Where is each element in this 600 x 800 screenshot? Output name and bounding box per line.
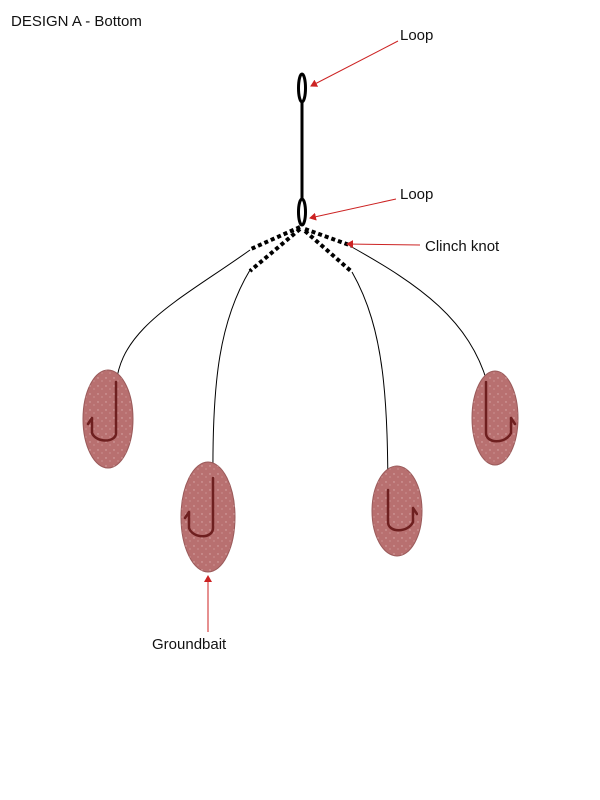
fishing-hook-icon bbox=[386, 488, 419, 532]
label-loop-bottom: Loop bbox=[400, 186, 433, 203]
label-loop-top: Loop bbox=[400, 27, 433, 44]
bait-1 bbox=[82, 369, 134, 469]
fishing-hook-icon bbox=[484, 380, 517, 443]
label-groundbait: Groundbait bbox=[152, 636, 227, 653]
loop-bottom-arrow bbox=[309, 198, 397, 221]
loop-top-icon bbox=[297, 72, 307, 104]
snood-lines bbox=[115, 245, 489, 511]
diagram-title: DESIGN A - Bottom bbox=[11, 13, 142, 30]
clinch-knot-arrow bbox=[346, 240, 421, 249]
loop-bottom-icon bbox=[297, 197, 307, 227]
bait-2 bbox=[180, 461, 236, 573]
clinch-knot-segments bbox=[248, 225, 354, 274]
loop-top-arrow bbox=[310, 40, 399, 87]
bait-3 bbox=[371, 465, 423, 557]
fishing-hook-icon bbox=[86, 380, 118, 442]
bait-4 bbox=[471, 370, 519, 466]
fishing-hook-icon bbox=[183, 476, 215, 538]
label-clinch-knot: Clinch knot bbox=[425, 238, 500, 255]
